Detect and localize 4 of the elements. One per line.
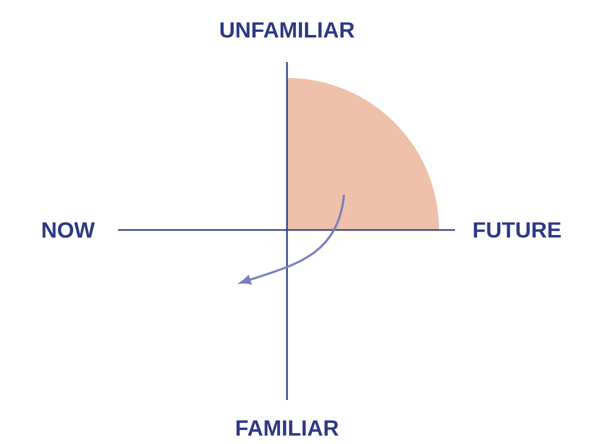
axis-label: FAMILIAR [236, 420, 338, 436]
axis-label: UNFAMILIAR [220, 22, 354, 38]
axis-label: NOW [42, 222, 95, 238]
axis-label: FUTURE [474, 222, 561, 238]
